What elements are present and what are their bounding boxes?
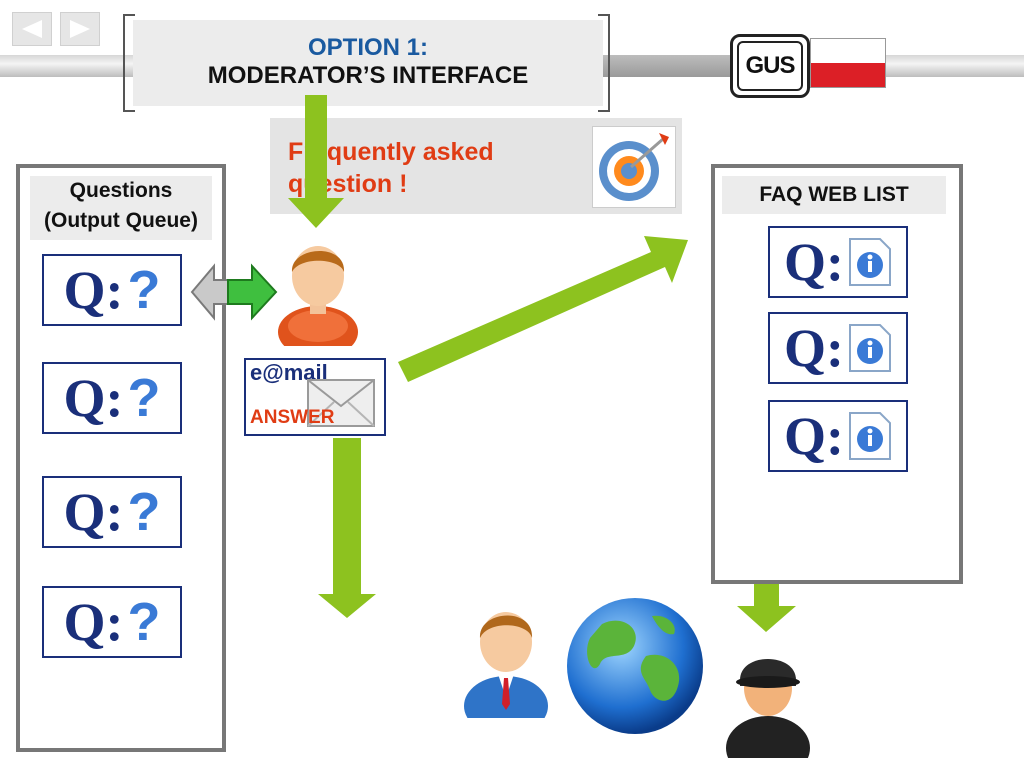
output-queue-heading-line-1: Questions [69, 179, 173, 202]
question-mark-icon: ? [127, 592, 161, 652]
info-document-icon [848, 237, 892, 287]
target-icon [592, 126, 676, 208]
output-queue-panel [16, 164, 226, 752]
prev-slide-button[interactable] [12, 12, 52, 46]
queue-question-card[interactable]: Q: ? [42, 254, 182, 326]
hacker-user-icon [722, 640, 814, 768]
envelope-icon [306, 376, 376, 428]
title-box: OPTION 1: MODERATOR’S INTERFACE [133, 20, 603, 106]
faq-q-label: Q: [784, 406, 844, 466]
gus-logo: GUS [730, 34, 810, 98]
title-line-1: OPTION 1: [307, 34, 428, 61]
arrow-title-to-moderator [288, 95, 344, 228]
question-mark-icon: ? [127, 260, 161, 320]
question-q-label: Q: [63, 368, 124, 428]
queue-question-card[interactable]: Q: ? [42, 476, 182, 548]
gus-logo-text: GUS [745, 52, 795, 79]
queue-question-card[interactable]: Q: ? [42, 362, 182, 434]
question-mark-icon: ? [127, 368, 161, 428]
question-q-label: Q: [63, 592, 124, 652]
queue-question-card[interactable]: Q: ? [42, 586, 182, 658]
output-queue-heading-line-2: (Output Queue) [44, 209, 198, 232]
businessman-icon [460, 600, 552, 736]
info-document-icon [848, 411, 892, 461]
triangle-right-icon [70, 20, 90, 38]
next-slide-button[interactable] [60, 12, 100, 46]
output-queue-heading: Questions (Output Queue) [30, 176, 212, 240]
question-q-label: Q: [63, 260, 124, 320]
question-q-label: Q: [63, 482, 124, 542]
faq-web-list-heading: FAQ WEB LIST [722, 176, 946, 214]
question-mark-icon: ? [127, 482, 161, 542]
faq-q-label: Q: [784, 232, 844, 292]
faq-q-label: Q: [784, 318, 844, 378]
moderator-avatar-icon [270, 236, 366, 358]
arrow-faq-to-user [737, 545, 796, 632]
title-bracket-left [123, 14, 135, 112]
arrow-email-down [318, 438, 376, 618]
poland-flag [810, 38, 886, 88]
triangle-left-icon [22, 20, 42, 38]
faq-item-card[interactable]: Q: [768, 400, 908, 472]
title-line-2: MODERATOR’S INTERFACE [207, 62, 529, 89]
answer-label: ANSWER [250, 407, 335, 428]
globe-icon [562, 594, 708, 738]
arrow-email-to-faq [398, 236, 688, 382]
exchange-arrows-icon [188, 254, 278, 330]
title-bracket-right [598, 14, 610, 112]
faq-item-card[interactable]: Q: [768, 312, 908, 384]
info-document-icon [848, 323, 892, 373]
faq-item-card[interactable]: Q: [768, 226, 908, 298]
